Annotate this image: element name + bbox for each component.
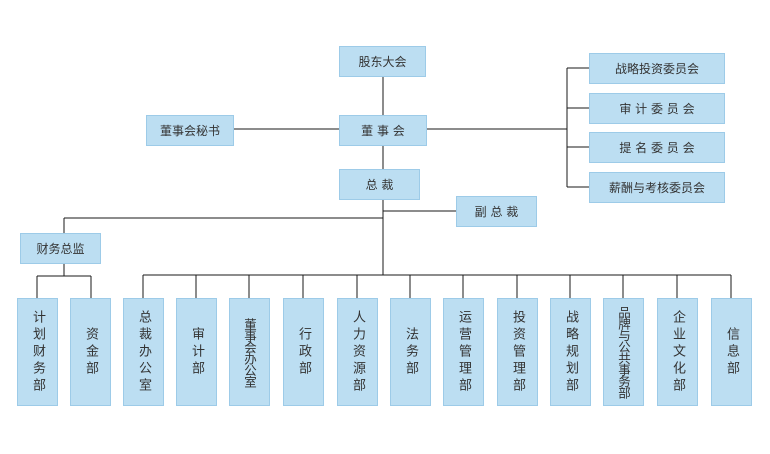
finance-dept-box-1: 计划财务部 [17, 298, 58, 406]
department-box-4: 行政部 [283, 298, 324, 406]
department-box-10: 品牌与公共事务部 [603, 298, 644, 406]
board-secretary-label: 董事会秘书 [159, 124, 220, 138]
committee-box-1: 战略投资委员会 [589, 53, 725, 84]
committee-box-2: 审 计 委 员 会 [589, 93, 725, 124]
committee-label: 薪酬与考核委员会 [608, 181, 705, 195]
department-box-7: 运营管理部 [443, 298, 484, 406]
department-box-8: 投资管理部 [497, 298, 538, 406]
cfo-box: 财务总监 [20, 233, 101, 264]
department-label: 企业文化部 [670, 309, 685, 395]
department-box-9: 战略规划部 [550, 298, 591, 406]
committee-label: 提 名 委 员 会 [619, 141, 695, 155]
committee-label: 战略投资委员会 [614, 62, 699, 76]
department-label: 投资管理部 [510, 309, 525, 395]
department-label: 品牌与公共事务部 [616, 306, 631, 398]
vice-president-box: 副 总 裁 [456, 196, 537, 227]
department-box-1: 总裁办公室 [123, 298, 164, 406]
department-label: 信息部 [724, 326, 739, 378]
department-label: 人力资源部 [350, 309, 365, 395]
cfo-label: 财务总监 [36, 242, 85, 256]
shareholders-meeting-label: 股东大会 [358, 55, 407, 69]
department-label: 董事会办公室 [242, 317, 257, 387]
committee-box-3: 提 名 委 员 会 [589, 132, 725, 163]
department-label: 运营管理部 [456, 309, 471, 395]
committee-box-4: 薪酬与考核委员会 [589, 172, 725, 203]
department-box-5: 人力资源部 [337, 298, 378, 406]
department-label: 法务部 [403, 326, 418, 378]
department-box-11: 企业文化部 [657, 298, 698, 406]
department-box-6: 法务部 [390, 298, 431, 406]
department-label: 审计部 [189, 326, 204, 378]
committee-label: 审 计 委 员 会 [619, 102, 695, 116]
department-box-12: 信息部 [711, 298, 752, 406]
department-box-2: 审计部 [176, 298, 217, 406]
department-box-3: 董事会办公室 [229, 298, 270, 406]
board-of-directors-label: 董 事 会 [361, 124, 405, 138]
president-box: 总 裁 [339, 169, 420, 200]
board-of-directors-box: 董 事 会 [339, 115, 427, 146]
vice-president-label: 副 总 裁 [474, 205, 519, 219]
finance-dept-label: 计划财务部 [30, 309, 45, 395]
president-label: 总 裁 [365, 178, 394, 192]
department-label: 总裁办公室 [136, 309, 151, 395]
finance-dept-box-2: 资金部 [70, 298, 111, 406]
shareholders-meeting-box: 股东大会 [339, 46, 426, 77]
finance-dept-label: 资金部 [83, 326, 98, 378]
board-secretary-box: 董事会秘书 [146, 115, 234, 146]
department-label: 行政部 [296, 326, 311, 378]
department-label: 战略规划部 [563, 309, 578, 395]
